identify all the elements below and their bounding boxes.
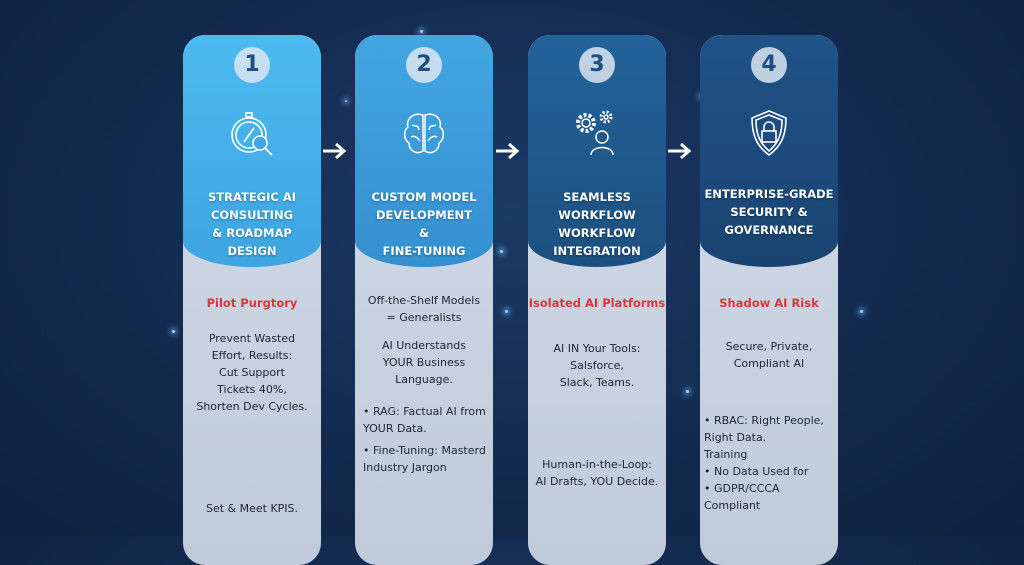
bullet-fine-tuning: • Fine-Tuning: Masterd Industry Jargon xyxy=(363,444,486,474)
card-intro: Off-the-Shelf Models = Generalists xyxy=(367,294,481,324)
step-number: 1 xyxy=(234,47,270,83)
card-bullets: • RBAC: Right People, Right Data. Traini… xyxy=(704,414,824,512)
card-security-governance: 4 ENTERPRISE-GRADE SECURITY & GOVERNANCE… xyxy=(700,35,838,565)
card-body: AI Understands YOUR Business Language. xyxy=(381,339,467,386)
card-strategic-consulting: 1 STRATEGIC AI CONSULTING & ROADMAP DESI… xyxy=(183,35,321,565)
brain-icon xyxy=(404,113,444,154)
card-body: Secure, Private, Compliant AI xyxy=(725,340,813,370)
gears-person-icon xyxy=(576,110,614,156)
card-title: SEAMLESS WORKFLOW WORKFLOW INTEGRATION xyxy=(553,190,641,258)
card-footer: Human-in-the-Loop: AI Drafts, YOU Decide… xyxy=(535,458,659,488)
problem-label: Isolated AI Platforms xyxy=(528,296,666,310)
arrow-right-icon xyxy=(668,142,692,160)
card-custom-model: 2 CUSTOM MODEL DEVELOPMENT & FINE-TUNING… xyxy=(355,35,493,565)
card-title: CUSTOM MODEL DEVELOPMENT & FINE-TUNING xyxy=(371,190,477,258)
card-title: ENTERPRISE-GRADE SECURITY & GOVERNANCE xyxy=(704,187,834,237)
step-number: 2 xyxy=(406,47,442,83)
card-workflow-integration: 3 SEAMLESS WORKFLOW WORKFLOW INTEGRATION… xyxy=(528,35,666,565)
bullet-rag: • RAG: Factual AI from YOUR Data. xyxy=(363,405,486,435)
arrow-right-icon xyxy=(496,142,520,160)
card-body: AI IN Your Tools: Salsforce, Slack, Team… xyxy=(553,342,641,389)
arrow-right-icon xyxy=(323,142,347,160)
card-footer: Set & Meet KPIS. xyxy=(205,502,299,515)
compass-search-icon xyxy=(231,112,273,156)
problem-label: Pilot Purgtory xyxy=(206,296,298,310)
problem-label: Shadow AI Risk xyxy=(719,296,819,310)
card-title: STRATEGIC AI CONSULTING & ROADMAP DESIGN xyxy=(207,190,297,258)
step-number: 4 xyxy=(751,47,787,83)
card-body: Prevent Wasted Effort, Results: Cut Supp… xyxy=(196,332,308,413)
step-number: 3 xyxy=(579,47,615,83)
shield-lock-icon xyxy=(751,110,787,156)
